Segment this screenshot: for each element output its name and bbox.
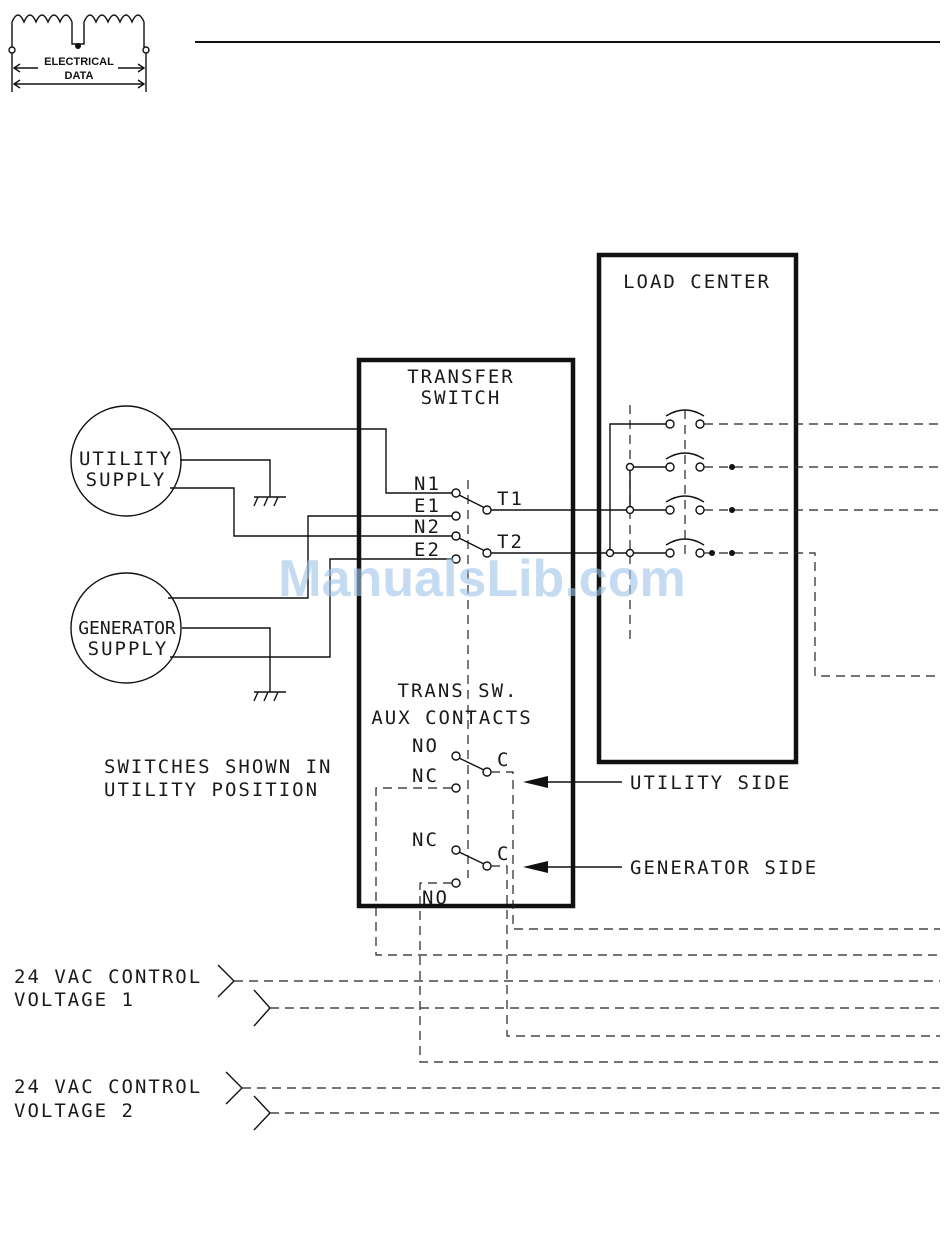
aux-nc-bottom-terminal	[452, 846, 460, 854]
aux-c-bottom-wire	[491, 866, 940, 1036]
control-2-label-1: 24 VAC CONTROL	[14, 1076, 202, 1098]
aux-title-2: AUX CONTACTS	[371, 707, 532, 729]
bus-b-node-2	[627, 507, 634, 514]
utility-hot-wire	[170, 429, 454, 493]
bus-a	[610, 424, 668, 553]
generator-ground-symbol	[254, 692, 286, 701]
aux-top-blade	[459, 758, 484, 770]
control-2-label-2: VOLTAGE 2	[14, 1100, 135, 1122]
aux-no-bottom-wire	[420, 883, 940, 1062]
load-output-4-dot-a	[709, 550, 715, 556]
logo-line-1: ELECTRICAL	[44, 56, 114, 68]
aux-no-top-label: NO	[412, 735, 439, 757]
bus-b	[630, 467, 668, 510]
watermark: ManualsLib.com	[278, 550, 685, 608]
utility-supply-label-2: SUPPLY	[86, 469, 167, 491]
aux-nc-top-label: NC	[412, 765, 439, 787]
load-output-3-dot	[729, 507, 735, 513]
aux-c-bottom-terminal	[483, 862, 491, 870]
control-1-label-1: 24 VAC CONTROL	[14, 966, 202, 988]
utility-side-label: UTILITY SIDE	[630, 772, 791, 794]
control-2-connector	[226, 1072, 270, 1130]
aux-no-bottom-label: NO	[422, 887, 449, 909]
load-center-title: LOAD CENTER	[623, 271, 771, 293]
control-1-connector	[218, 965, 270, 1026]
aux-c-top-terminal	[483, 768, 491, 776]
transfer-switch-title-2: SWITCH	[421, 387, 502, 409]
terminal-e1-label: E1	[414, 495, 441, 517]
electrical-data-logo: ELECTRICAL DATA	[9, 15, 149, 92]
load-output-2-dot	[729, 464, 735, 470]
transfer-switch-title-1: TRANSFER	[407, 366, 515, 388]
terminal-n2-label: N2	[414, 516, 441, 538]
terminal-t1-label: T1	[497, 488, 524, 510]
switch-blade-1	[459, 495, 485, 508]
transfer-switch-box	[359, 360, 573, 906]
logo-line-2: DATA	[65, 70, 94, 82]
aux-c-top-label: C	[497, 749, 510, 771]
aux-nc-bottom-label: NC	[412, 829, 439, 851]
generator-ground-wire	[182, 628, 270, 692]
terminal-n1-label: N1	[414, 473, 441, 495]
aux-no-bottom-terminal	[452, 879, 460, 887]
terminal-n1	[452, 489, 460, 497]
utility-ground-symbol	[254, 497, 286, 506]
generator-supply-label-1: GENERATOR	[78, 618, 176, 639]
aux-title-1: TRANS SW.	[398, 680, 519, 702]
note-line-2: UTILITY POSITION	[104, 779, 319, 801]
control-1-label-2: VOLTAGE 1	[14, 989, 135, 1011]
aux-bottom-blade	[459, 852, 484, 864]
aux-c-bottom-label: C	[497, 843, 510, 865]
terminal-t1	[483, 506, 491, 514]
aux-nc-top-terminal	[452, 784, 460, 792]
load-output-4-dot-b	[729, 550, 735, 556]
note-line-1: SWITCHES SHOWN IN	[104, 756, 332, 778]
generator-side-label: GENERATOR SIDE	[630, 857, 818, 879]
terminal-n2	[452, 532, 460, 540]
utility-neutral-wire	[170, 488, 454, 536]
utility-supply-label-1: UTILITY	[79, 448, 173, 470]
generator-supply-label-2: SUPPLY	[88, 638, 169, 660]
aux-no-top-terminal	[452, 752, 460, 760]
utility-ground-wire	[180, 460, 270, 497]
load-output-4	[704, 553, 940, 676]
terminal-e1	[452, 512, 460, 520]
bus-b-node-1	[627, 464, 634, 471]
